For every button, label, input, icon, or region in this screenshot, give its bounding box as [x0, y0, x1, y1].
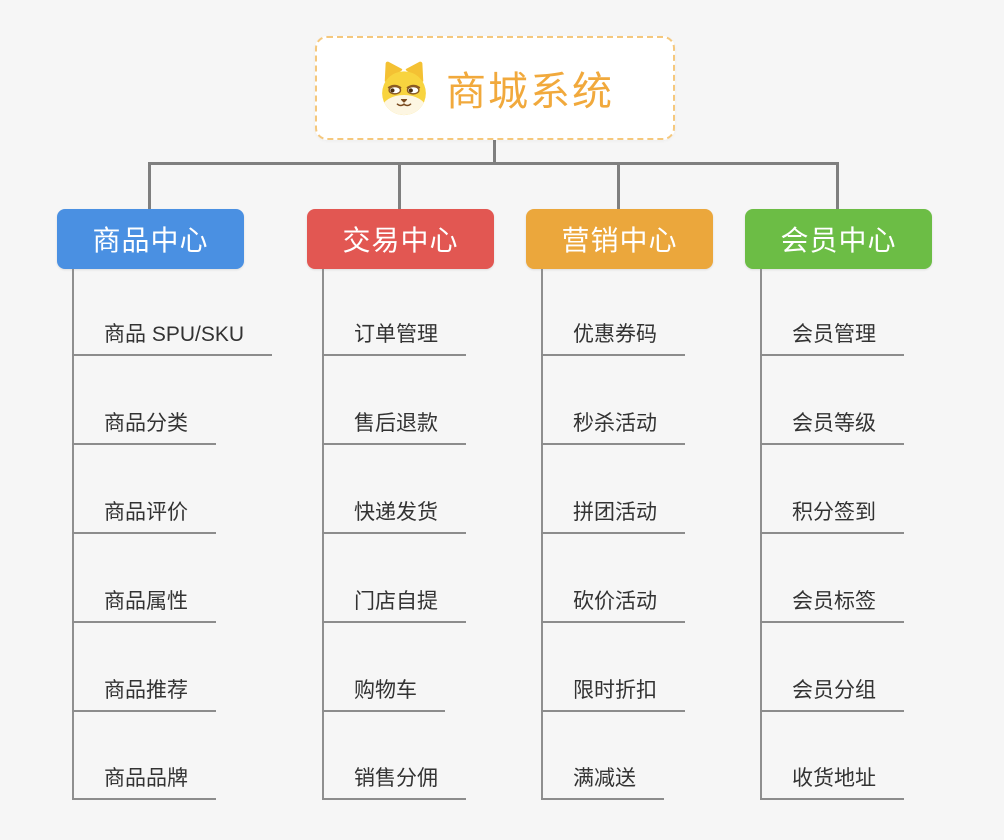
connector-drop-marketing [617, 162, 620, 210]
leaf-node[interactable]: 会员标签 [760, 589, 904, 623]
branch-column-marketing: 优惠券码 秒杀活动 拼团活动 砍价活动 限时折扣 满减送 [541, 0, 781, 840]
leaf-node[interactable]: 商品品牌 [72, 766, 216, 800]
root-node-title: 商城系统 [446, 70, 614, 114]
leaf-node[interactable]: 售后退款 [322, 411, 466, 445]
leaf-node[interactable]: 积分签到 [760, 500, 904, 534]
leaf-node[interactable]: 会员分组 [760, 678, 904, 712]
branch-column-product: 商品 SPU/SKU 商品分类 商品评价 商品属性 商品推荐 商品品牌 [72, 0, 312, 840]
connector-branch-vline [760, 269, 762, 800]
leaf-node[interactable]: 商品 SPU/SKU [72, 322, 273, 356]
leaf-node[interactable]: 收货地址 [760, 766, 904, 800]
leaf-node[interactable]: 砍价活动 [541, 589, 685, 623]
connector-branch-vline [72, 269, 74, 800]
leaf-node[interactable]: 商品属性 [72, 589, 216, 623]
leaf-node[interactable]: 销售分佣 [322, 766, 466, 800]
leaf-node[interactable]: 优惠券码 [541, 322, 685, 356]
connector-drop-trade [398, 162, 401, 210]
branch-node-member[interactable]: 会员中心 [745, 209, 932, 269]
leaf-node[interactable]: 会员管理 [760, 322, 904, 356]
connector-branch-vline [541, 269, 543, 800]
branch-node-trade[interactable]: 交易中心 [307, 209, 494, 269]
leaf-node[interactable]: 快递发货 [322, 500, 466, 534]
leaf-node[interactable]: 商品分类 [72, 411, 216, 445]
dog-face-icon [382, 61, 426, 116]
connector-bus-line [148, 162, 839, 165]
leaf-node[interactable]: 订单管理 [322, 322, 466, 356]
connector-drop-product [148, 162, 151, 210]
leaf-node[interactable]: 限时折扣 [541, 678, 685, 712]
leaf-node[interactable]: 拼团活动 [541, 500, 685, 534]
branch-node-product[interactable]: 商品中心 [57, 209, 244, 269]
branch-column-trade: 订单管理 售后退款 快递发货 门店自提 购物车 销售分佣 [322, 0, 562, 840]
connector-drop-member [836, 162, 839, 210]
connector-branch-vline [322, 269, 324, 800]
leaf-node[interactable]: 购物车 [322, 678, 445, 712]
branch-column-member: 会员管理 会员等级 积分签到 会员标签 会员分组 收货地址 [760, 0, 1000, 840]
leaf-node[interactable]: 商品评价 [72, 500, 216, 534]
leaf-node[interactable]: 会员等级 [760, 411, 904, 445]
leaf-node[interactable]: 秒杀活动 [541, 411, 685, 445]
leaf-node[interactable]: 满减送 [541, 766, 664, 800]
leaf-node[interactable]: 门店自提 [322, 589, 466, 623]
branch-node-marketing[interactable]: 营销中心 [526, 209, 713, 269]
leaf-node[interactable]: 商品推荐 [72, 678, 216, 712]
root-node[interactable]: 商城系统 [315, 36, 675, 140]
connector-root-stem [493, 140, 496, 165]
